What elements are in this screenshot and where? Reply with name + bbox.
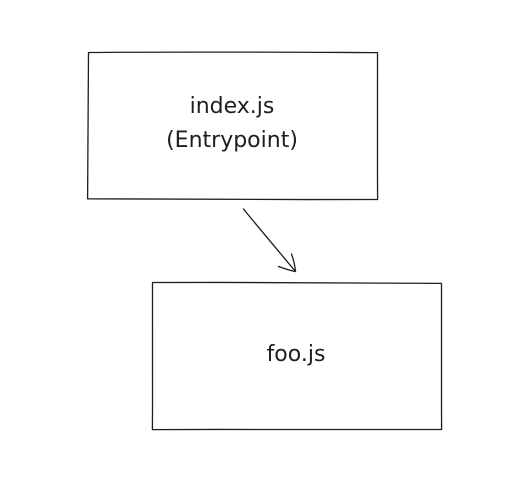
node-index-js-label-line2: (Entrypoint) <box>166 128 298 153</box>
node-index-js[interactable]: index.js (Entrypoint) <box>86 51 379 201</box>
node-index-js-box <box>86 51 379 201</box>
node-foo-js-label: foo.js <box>267 342 326 367</box>
arrow-shaft <box>242 208 297 273</box>
edge-index-to-foo[interactable] <box>242 208 297 273</box>
node-foo-js-box <box>151 281 443 431</box>
node-index-js-label-line1: index.js <box>190 94 275 119</box>
node-foo-js[interactable]: foo.js <box>151 281 443 431</box>
arrow-head <box>277 253 297 273</box>
